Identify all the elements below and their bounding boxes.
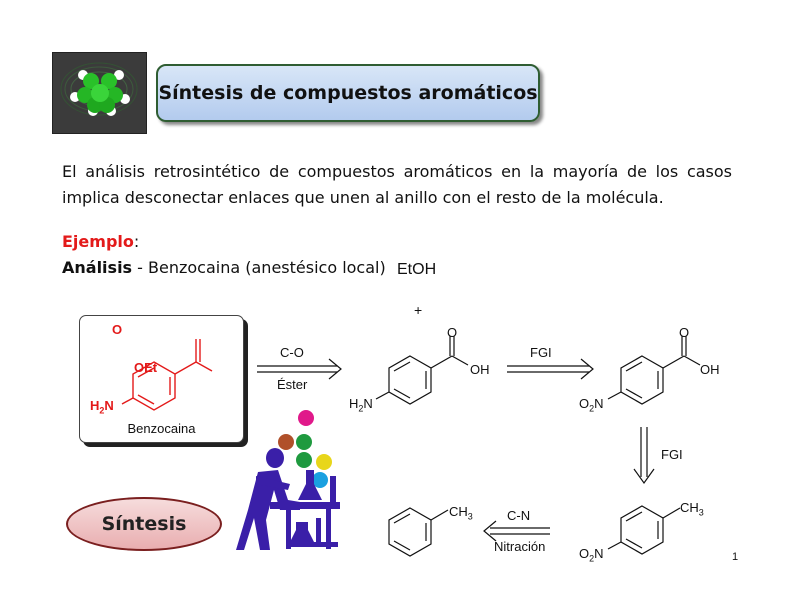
analysis-label: Análisis <box>62 258 133 277</box>
benzocaine-oet: OEt <box>134 360 158 375</box>
intro-paragraph: El análisis retrosintético de compuestos… <box>62 162 732 207</box>
benzocaine-box <box>79 315 244 443</box>
acid1-h2n: H2N <box>349 396 373 414</box>
synthesis-oval: Síntesis <box>66 497 222 551</box>
benzocaine-o: O <box>112 322 123 337</box>
toluene-ch3: CH3 <box>449 504 473 522</box>
title-box: Síntesis de compuestos aromáticos <box>156 64 540 122</box>
analysis-line: Análisis - Benzocaina (anestésico local) <box>62 258 386 277</box>
nitrotoluene-ch3: CH3 <box>680 500 704 518</box>
benzocaine-h2n: H2N <box>90 398 114 416</box>
example-colon: : <box>133 232 140 251</box>
retro-arrow-fgi-1 <box>507 358 594 380</box>
acid1-oh: OH <box>470 362 490 377</box>
page-number: 1 <box>732 551 739 563</box>
arrow-cn-top: C-N <box>507 508 531 523</box>
arrow-fgi-2-label: FGI <box>661 447 683 462</box>
acid2-oh: OH <box>700 362 720 377</box>
analysis-text: - Benzocaina (anestésico local) <box>132 258 386 277</box>
retro-arrow-cn <box>483 520 550 542</box>
page-title: Síntesis de compuestos aromáticos <box>158 82 538 104</box>
example-heading: Ejemplo: <box>62 232 139 251</box>
example-label: Ejemplo <box>62 232 134 251</box>
plus-sign: + <box>414 302 423 318</box>
acid2-o: O <box>679 325 690 340</box>
synthesis-label: Síntesis <box>101 513 187 535</box>
chemist-illustration <box>236 410 340 550</box>
arrow-co-bottom: Éster <box>277 377 308 392</box>
benzocaine-structure <box>121 339 213 411</box>
retro-arrow-fgi-2 <box>633 427 655 485</box>
acid2-o2n: O2N <box>579 396 604 414</box>
nitrotoluene-o2n: O2N <box>579 546 604 564</box>
benzocaine-caption: Benzocaina <box>127 421 196 436</box>
arrow-cn-bottom: Nitración <box>494 539 546 554</box>
nitrotoluene-structure <box>607 505 681 555</box>
etoh-label: EtOH <box>397 261 437 278</box>
acid1-o: O <box>447 325 458 340</box>
arrow-co-top: C-O <box>280 345 304 360</box>
aminobenzoic-acid-structure <box>375 336 469 405</box>
molecule-thumbnail <box>52 52 147 134</box>
nitrobenzoic-acid-structure <box>607 336 701 405</box>
toluene-structure <box>388 507 449 557</box>
retro-arrow-co <box>257 358 342 380</box>
arrow-fgi-1-label: FGI <box>530 345 552 360</box>
